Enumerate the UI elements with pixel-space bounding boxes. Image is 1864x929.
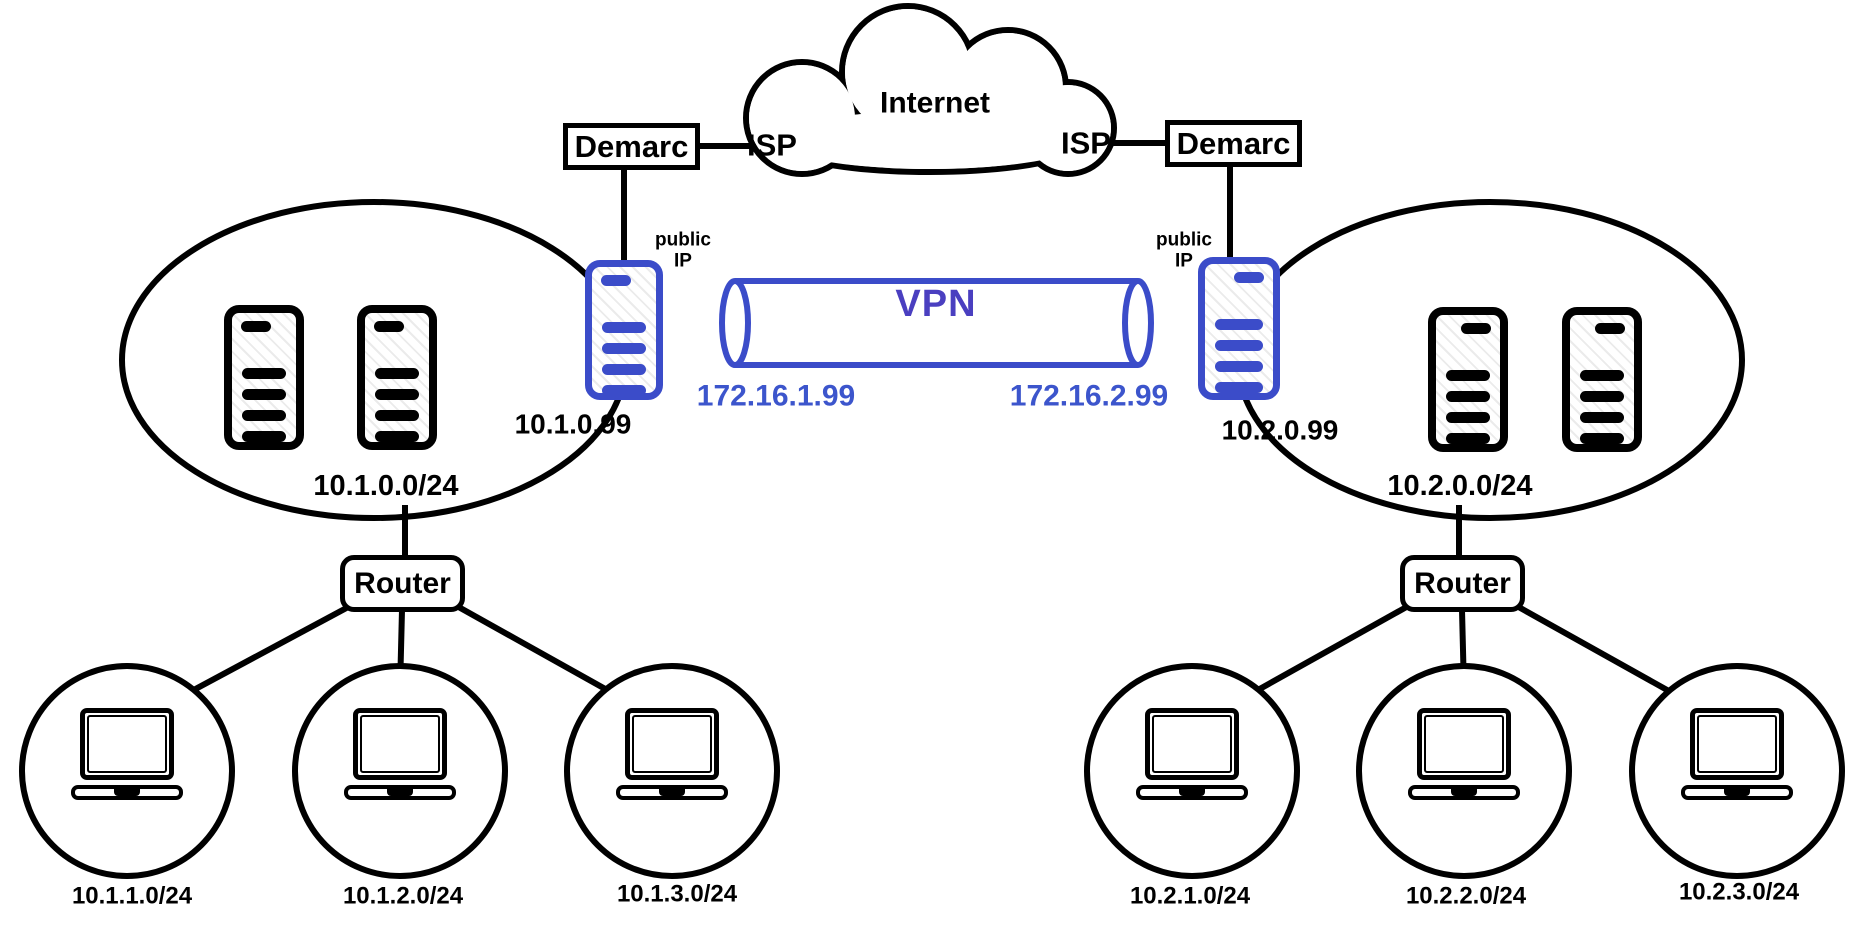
laptop-base xyxy=(1681,785,1793,800)
server-slot-bar xyxy=(375,410,419,421)
server-slot-bar xyxy=(1580,370,1624,381)
laptop-icon xyxy=(1681,708,1793,800)
laptop-screen xyxy=(80,708,174,780)
server-slot-bar xyxy=(375,431,419,442)
server-slot-bar xyxy=(242,431,286,442)
server-slot-bar xyxy=(375,389,419,400)
left-network-label: 10.1.0.0/24 xyxy=(313,469,459,502)
vpn-gateway-server-icon xyxy=(585,260,663,400)
vpn-gateway-server-icon xyxy=(1198,257,1280,400)
laptop-icon xyxy=(344,708,456,800)
left-gateway-ip-label: 10.1.0.99 xyxy=(514,408,632,440)
laptop-screen xyxy=(353,708,447,780)
public-ip-caption-right: public IP xyxy=(1156,230,1212,273)
server-slot-bar xyxy=(1580,412,1624,423)
right-router-subnet3-link xyxy=(1513,602,1687,703)
laptop-notch xyxy=(387,788,413,796)
laptop-notch xyxy=(1179,788,1205,796)
server-slot-bar xyxy=(1215,361,1263,372)
server-slot-bar xyxy=(1446,391,1490,402)
right-subnet2-label: 10.2.2.0/24 xyxy=(1405,882,1527,910)
right-demarc-box: Demarc xyxy=(1165,120,1302,167)
vpn-tunnel-label: VPN xyxy=(895,283,977,326)
laptop-base xyxy=(71,785,183,800)
internet-cloud-icon xyxy=(743,3,1117,177)
public-ip-line2: IP xyxy=(674,251,692,272)
server-led-dash xyxy=(374,321,404,332)
left-subnet3-label: 10.1.3.0/24 xyxy=(616,880,738,908)
right-network-label: 10.2.0.0/24 xyxy=(1387,469,1533,502)
laptop-notch xyxy=(659,788,685,796)
laptop-icon xyxy=(1136,708,1248,800)
left-router-box: Router xyxy=(340,555,465,612)
server-slot-bar xyxy=(1580,433,1624,444)
right-router-subnet1-link xyxy=(1238,602,1412,703)
server-slot-bar xyxy=(1446,433,1490,444)
server-led-dash xyxy=(1595,323,1625,334)
server-led-dash xyxy=(241,321,271,332)
server-slot-bar xyxy=(1446,412,1490,423)
vpn-left-endpoint-ip-label: 172.16.1.99 xyxy=(696,379,856,413)
server-slot-bar xyxy=(242,410,286,421)
laptop-icon xyxy=(71,708,183,800)
server-slot-bar xyxy=(242,389,286,400)
server-led-dash xyxy=(601,275,631,286)
subnet-circles xyxy=(19,663,1845,879)
server-slot-bar xyxy=(602,385,646,396)
laptop-base xyxy=(344,785,456,800)
server-led-dash xyxy=(1234,272,1264,283)
public-ip-caption-left: public IP xyxy=(655,230,711,273)
server-slot-bar xyxy=(602,322,646,333)
server-icon xyxy=(1428,307,1508,452)
left-subnet2-label: 10.1.2.0/24 xyxy=(342,882,464,910)
laptop-notch xyxy=(114,788,140,796)
public-ip-line1: public xyxy=(655,229,711,251)
server-slot-bar xyxy=(1215,340,1263,351)
isp-right-label: ISP xyxy=(1061,125,1111,161)
laptop-screen xyxy=(1690,708,1784,780)
server-slot-bar xyxy=(602,364,646,375)
server-slot-bar xyxy=(1446,370,1490,381)
server-slot-bar xyxy=(1215,382,1263,393)
server-slot-bar xyxy=(602,343,646,354)
server-icon xyxy=(357,305,437,450)
vpn-right-endpoint-ip-label: 172.16.2.99 xyxy=(1009,379,1169,413)
server-slot-bar xyxy=(1580,391,1624,402)
laptop-screen xyxy=(1145,708,1239,780)
laptop-base xyxy=(1136,785,1248,800)
left-demarc-box: Demarc xyxy=(563,123,700,170)
internet-label: Internet xyxy=(879,86,991,120)
laptop-screen xyxy=(1417,708,1511,780)
right-router-box: Router xyxy=(1400,555,1525,612)
server-slot-bar xyxy=(242,368,286,379)
laptop-notch xyxy=(1724,788,1750,796)
server-icon xyxy=(1562,307,1642,452)
left-subnet1-label: 10.1.1.0/24 xyxy=(71,882,193,910)
laptop-base xyxy=(616,785,728,800)
laptop-screen xyxy=(625,708,719,780)
vpn-tunnel-cylinder-icon xyxy=(719,278,1154,368)
left-router-subnet3-link xyxy=(453,602,627,703)
right-gateway-ip-label: 10.2.0.99 xyxy=(1221,414,1339,446)
server-led-dash xyxy=(1461,323,1491,334)
public-ip-line2: IP xyxy=(1175,251,1193,272)
isp-left-label: ISP xyxy=(747,127,797,163)
server-slot-bar xyxy=(1215,319,1263,330)
left-router-subnet1-link xyxy=(173,602,354,703)
right-subnet3-label: 10.2.3.0/24 xyxy=(1678,878,1800,906)
public-ip-line1: public xyxy=(1156,229,1212,251)
laptop-notch xyxy=(1451,788,1477,796)
laptop-base xyxy=(1408,785,1520,800)
server-icon xyxy=(224,305,304,450)
laptop-icon xyxy=(616,708,728,800)
right-subnet1-label: 10.2.1.0/24 xyxy=(1129,882,1251,910)
server-slot-bar xyxy=(375,368,419,379)
laptop-icon xyxy=(1408,708,1520,800)
